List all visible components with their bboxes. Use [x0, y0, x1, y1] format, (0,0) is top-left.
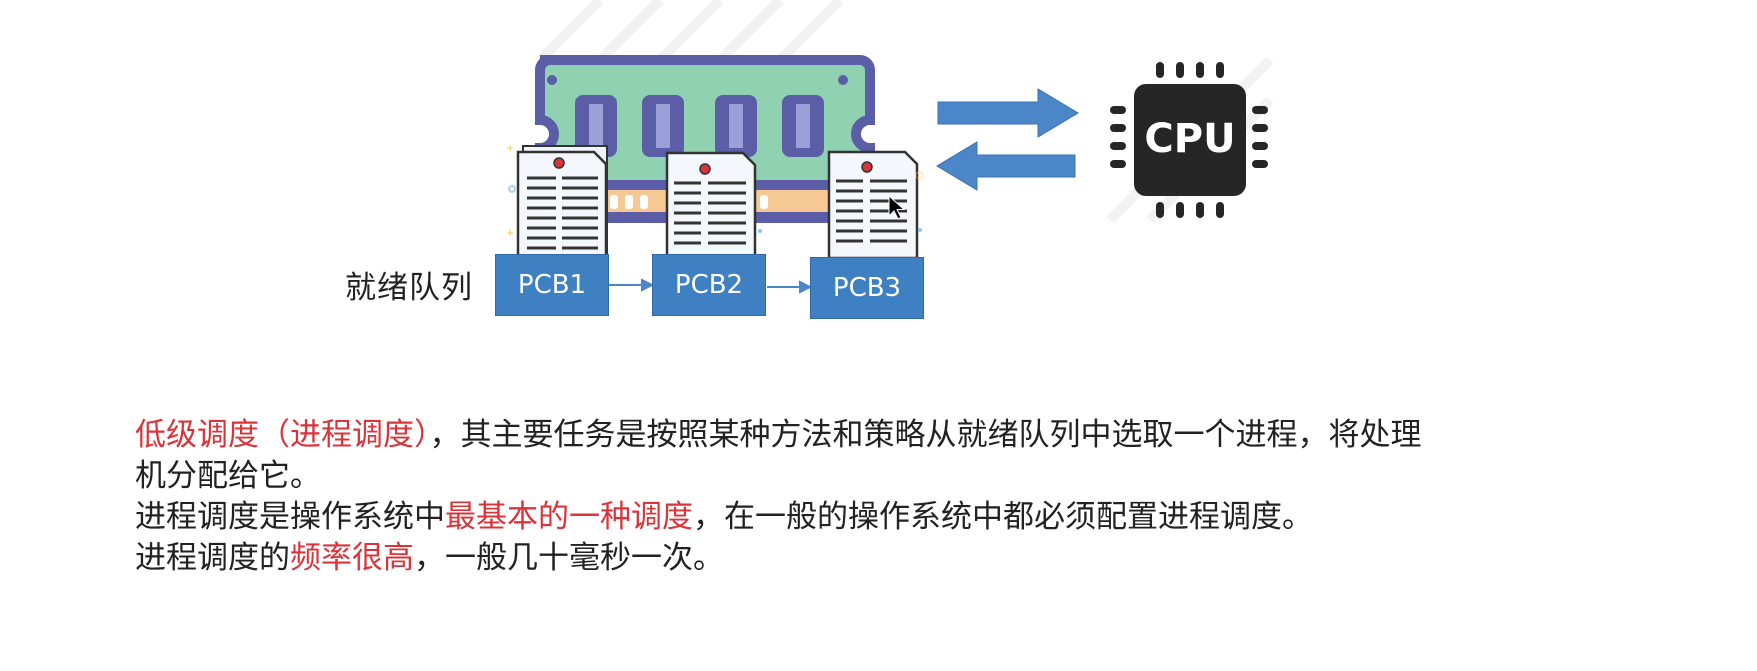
- queue-link-arrows: [608, 278, 813, 294]
- ready-queue-label: 就绪队列: [345, 270, 473, 306]
- highlight-most-basic: 最基本的一种调度: [445, 499, 693, 535]
- svg-text:+: +: [506, 228, 514, 239]
- paragraph-most-basic: 进程调度是操作系统中最基本的一种调度，在一般的操作系统中都必须配置进程调度。: [135, 497, 1675, 538]
- paragraph-frequency: 进程调度的频率很高，一般几十毫秒一次。: [135, 538, 1675, 579]
- slide-text: 低级调度（进程调度），其主要任务是按照某种方法和策略从就绪队列中选取一个进程，将…: [135, 415, 1675, 579]
- pcb-box-2: PCB2: [652, 254, 766, 316]
- text-segment: ，其主要任务是按照某种方法和策略从就绪队列中选取一个进程，将处理: [429, 417, 1422, 453]
- term-low-level-scheduling: 低级调度（进程调度）: [135, 417, 430, 453]
- paragraph-continuation: 机分配给它。: [135, 458, 321, 494]
- pcb-document-icon-2: [665, 151, 757, 259]
- mouse-cursor-icon: [888, 194, 906, 220]
- cpu-label: CPU: [1144, 116, 1235, 162]
- pcb-box-1: PCB1: [495, 254, 609, 316]
- arrow-left-icon: [936, 141, 1076, 191]
- text-segment: 进程调度的: [135, 540, 290, 576]
- highlight-high-frequency: 频率很高: [290, 540, 414, 576]
- svg-text:○: ○: [915, 170, 924, 181]
- pcb-document-icon-1: [516, 145, 608, 258]
- cpu-chip-icon: CPU: [1110, 62, 1268, 218]
- arrow-right-icon: [937, 88, 1079, 138]
- pcb-document-icon-3: [827, 150, 919, 260]
- text-segment: ，一般几十毫秒一次。: [414, 540, 724, 576]
- text-segment: ，在一般的操作系统中都必须配置进程调度。: [693, 499, 1313, 535]
- scheduling-diagram: + + ○ CPU: [506, 0, 1274, 294]
- text-segment: 进程调度是操作系统中: [135, 499, 445, 535]
- sparkle-decorations: + + ○: [506, 143, 924, 239]
- svg-text:+: +: [506, 143, 514, 154]
- pcb-box-3: PCB3: [810, 257, 924, 319]
- paragraph-low-level-scheduling: 低级调度（进程调度），其主要任务是按照某种方法和策略从就绪队列中选取一个进程，将…: [135, 415, 1675, 456]
